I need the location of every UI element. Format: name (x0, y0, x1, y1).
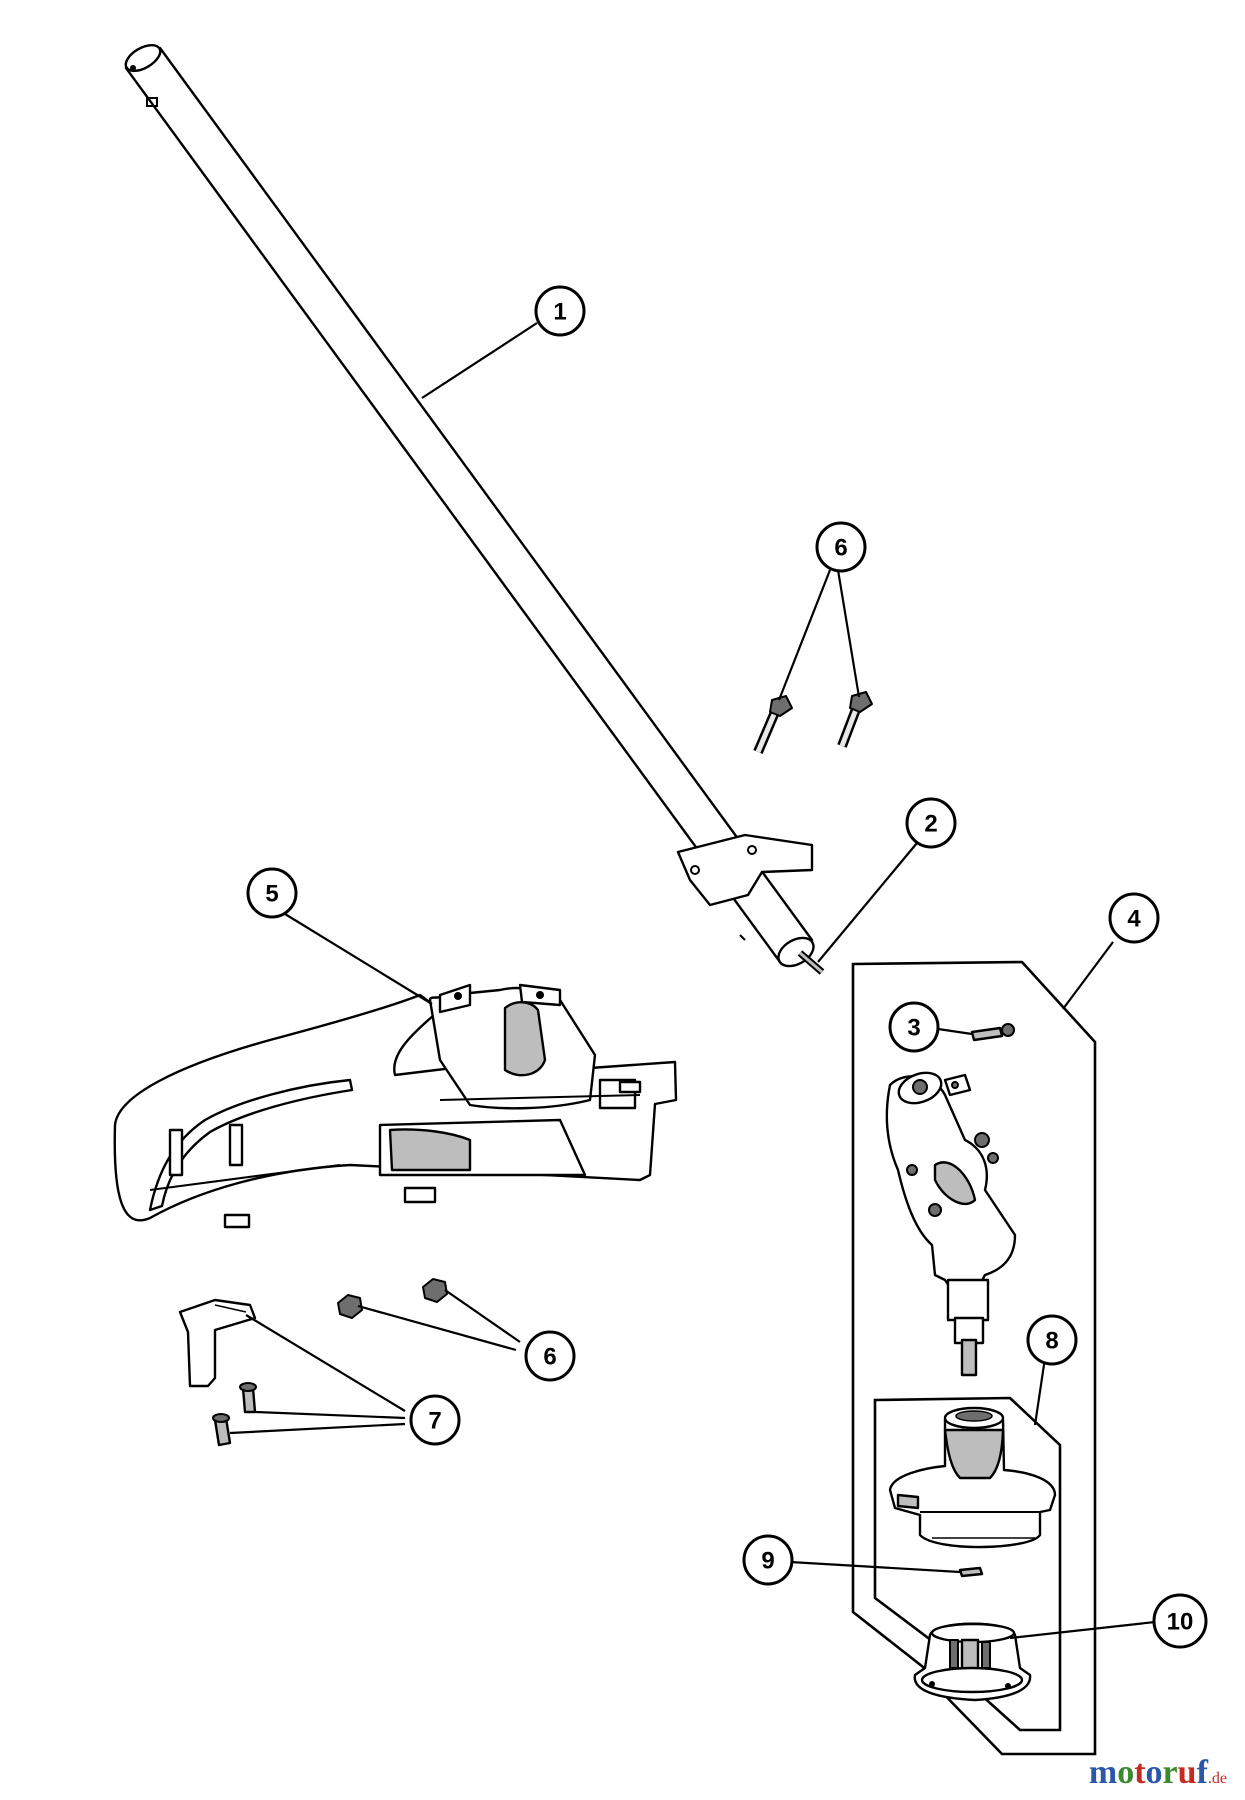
callout-7-number: 7 (428, 1408, 441, 1435)
callout-6-top-number: 6 (834, 535, 847, 562)
spool-pin (958, 1566, 984, 1578)
callout-7: 7 (409, 1394, 461, 1446)
bolt-pair-top (753, 691, 873, 754)
gearbox-screw (970, 1023, 1015, 1042)
callout-2-number: 2 (924, 811, 937, 838)
trimmer-guard (113, 983, 678, 1229)
callout-2: 2 (905, 797, 957, 849)
callout-9: 9 (742, 1534, 794, 1586)
callout-5: 5 (246, 867, 298, 919)
watermark-logo: motoruf.de (1089, 1754, 1227, 1792)
watermark-letter: o (1145, 1754, 1163, 1791)
watermark-name: motoruf (1089, 1754, 1208, 1791)
callout-9-number: 9 (761, 1548, 774, 1575)
leader-lines (229, 322, 1156, 1640)
callout-6-bottom: 6 (524, 1330, 576, 1382)
callout-4-number: 4 (1127, 906, 1141, 933)
watermark-letter: m (1088, 1754, 1118, 1791)
callout-8-number: 8 (1045, 1328, 1058, 1355)
callout-10: 10 (1152, 1593, 1208, 1649)
callout-5-number: 5 (265, 881, 278, 908)
watermark-letter: t (1134, 1754, 1146, 1791)
callout-6-top: 6 (815, 521, 867, 573)
callout-1-number: 1 (553, 299, 566, 326)
drive-shaft-tip (797, 950, 825, 975)
watermark-letter: f (1196, 1754, 1208, 1791)
gearbox-assembly-box (851, 960, 1097, 1756)
callout-6-bottom-number: 6 (543, 1344, 556, 1371)
watermark-suffix: .de (1207, 1770, 1227, 1787)
spool-cap (913, 1622, 1032, 1702)
callout-10-number: 10 (1167, 1609, 1194, 1636)
spool-assembly-box (873, 1396, 1062, 1732)
spool-housing (888, 1406, 1057, 1549)
callout-4: 4 (1108, 892, 1160, 944)
watermark-letter: o (1117, 1754, 1135, 1791)
callout-3: 3 (888, 1001, 940, 1053)
watermark-letter: u (1177, 1754, 1197, 1791)
callout-3-number: 3 (907, 1015, 920, 1042)
callout-8: 8 (1026, 1314, 1078, 1366)
shaft-tube (124, 43, 815, 968)
watermark-letter: r (1162, 1754, 1178, 1791)
nut-pair-bottom (337, 1278, 448, 1319)
callout-1: 1 (534, 285, 586, 337)
gear-head (885, 1071, 1017, 1377)
guard-bracket (178, 1298, 257, 1447)
